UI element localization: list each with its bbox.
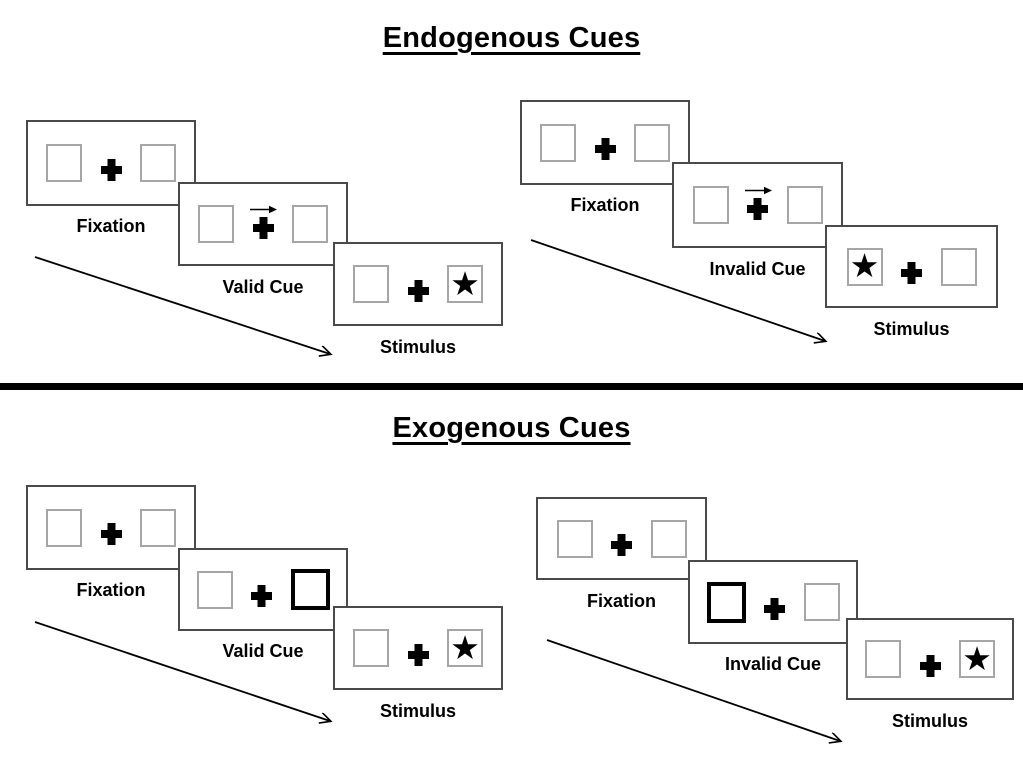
left-box: ★ bbox=[353, 265, 389, 303]
left-box: ★ bbox=[46, 508, 82, 547]
cue-arrow-icon bbox=[744, 186, 772, 194]
left-box: ★ bbox=[846, 247, 883, 286]
fixation-area bbox=[761, 585, 789, 620]
fixation-area bbox=[916, 642, 944, 677]
timeline-arrow bbox=[34, 256, 330, 354]
panel-label-fixation: Fixation bbox=[76, 216, 146, 236]
right-box: ★ bbox=[140, 508, 176, 547]
fixation-area bbox=[404, 267, 432, 302]
panel-label-valid-cue: Valid Cue bbox=[222, 641, 304, 661]
right-box: ★ bbox=[803, 583, 840, 621]
panel-fixation: ★ ★ bbox=[26, 485, 196, 570]
fixation-cross-icon bbox=[252, 216, 274, 239]
fixation-area bbox=[404, 631, 432, 666]
cue-arrow-icon bbox=[250, 205, 277, 213]
left-box: ★ bbox=[692, 186, 729, 224]
panel-label-fixation: Fixation bbox=[570, 195, 640, 215]
fixation-cross-icon bbox=[594, 138, 616, 160]
panel-label-fixation: Fixation bbox=[586, 591, 656, 611]
panel-label-invalid-cue: Invalid Cue bbox=[709, 259, 806, 279]
panel-fixation: ★ ★ bbox=[26, 120, 196, 206]
left-box: ★ bbox=[865, 640, 901, 678]
fixation-cross-icon bbox=[901, 262, 922, 284]
right-box: ★ bbox=[959, 640, 995, 678]
star-icon: ★ bbox=[962, 640, 992, 677]
right-box: ★ bbox=[940, 247, 977, 286]
right-box: ★ bbox=[447, 265, 483, 303]
panel-stimulus: ★ ★ bbox=[846, 618, 1014, 700]
panel-invalid-cue: ★ ★ bbox=[688, 560, 858, 644]
left-box: ★ bbox=[556, 519, 593, 558]
right-box: ★ bbox=[292, 205, 328, 243]
panel-label-invalid-cue: Invalid Cue bbox=[724, 654, 822, 674]
section-title-exogenous: Exogenous Cues bbox=[392, 412, 631, 444]
left-box: ★ bbox=[196, 570, 233, 609]
panel-label-valid-cue: Valid Cue bbox=[222, 277, 304, 297]
left-box: ★ bbox=[46, 144, 82, 182]
left-box: ★ bbox=[198, 205, 234, 243]
panel-label-stimulus: Stimulus bbox=[379, 701, 456, 721]
section-title-endogenous: Endogenous Cues bbox=[382, 22, 641, 54]
fixation-cross-icon bbox=[100, 523, 122, 545]
section-divider bbox=[0, 383, 1023, 390]
fixation-area bbox=[898, 249, 926, 284]
fixation-cross-icon bbox=[251, 585, 272, 607]
panel-fixation: ★ ★ bbox=[520, 100, 690, 185]
fixation-area bbox=[97, 510, 125, 545]
timeline-arrow bbox=[34, 621, 330, 721]
panel-label-stimulus: Stimulus bbox=[873, 319, 950, 339]
panel-label-fixation: Fixation bbox=[76, 580, 146, 600]
fixation-area bbox=[608, 521, 636, 556]
fixation-area bbox=[744, 185, 772, 220]
star-icon: ★ bbox=[450, 629, 480, 666]
fixation-area bbox=[591, 125, 619, 160]
left-box: ★ bbox=[706, 581, 746, 623]
panel-stimulus: ★ ★ bbox=[825, 225, 998, 308]
fixation-cross-icon bbox=[764, 597, 785, 620]
fixation-cross-icon bbox=[407, 279, 429, 302]
left-box: ★ bbox=[353, 629, 389, 667]
panel-fixation: ★ ★ bbox=[536, 497, 707, 580]
fixation-cross-icon bbox=[407, 643, 429, 666]
right-box: ★ bbox=[786, 186, 823, 224]
panel-label-stimulus: Stimulus bbox=[891, 711, 968, 731]
right-box: ★ bbox=[447, 629, 483, 667]
panel-label-stimulus: Stimulus bbox=[379, 337, 456, 357]
fixation-area bbox=[248, 572, 276, 607]
panel-stimulus: ★ ★ bbox=[333, 606, 503, 690]
fixation-cross-icon bbox=[100, 158, 122, 181]
left-box: ★ bbox=[540, 123, 576, 162]
right-box: ★ bbox=[140, 144, 176, 182]
fixation-area bbox=[97, 146, 125, 181]
fixation-cross-icon bbox=[611, 534, 632, 556]
right-box: ★ bbox=[634, 123, 670, 162]
star-icon: ★ bbox=[450, 265, 480, 302]
fixation-area bbox=[249, 204, 277, 239]
fixation-cross-icon bbox=[919, 654, 941, 677]
panel-invalid-cue: ★ ★ bbox=[672, 162, 843, 248]
right-box: ★ bbox=[650, 519, 687, 558]
fixation-cross-icon bbox=[747, 197, 768, 220]
panel-stimulus: ★ ★ bbox=[333, 242, 503, 326]
panel-valid-cue: ★ ★ bbox=[178, 548, 348, 631]
right-box: ★ bbox=[290, 569, 330, 610]
timeline-arrow bbox=[530, 239, 825, 341]
panel-valid-cue: ★ ★ bbox=[178, 182, 348, 266]
star-icon: ★ bbox=[849, 247, 880, 284]
